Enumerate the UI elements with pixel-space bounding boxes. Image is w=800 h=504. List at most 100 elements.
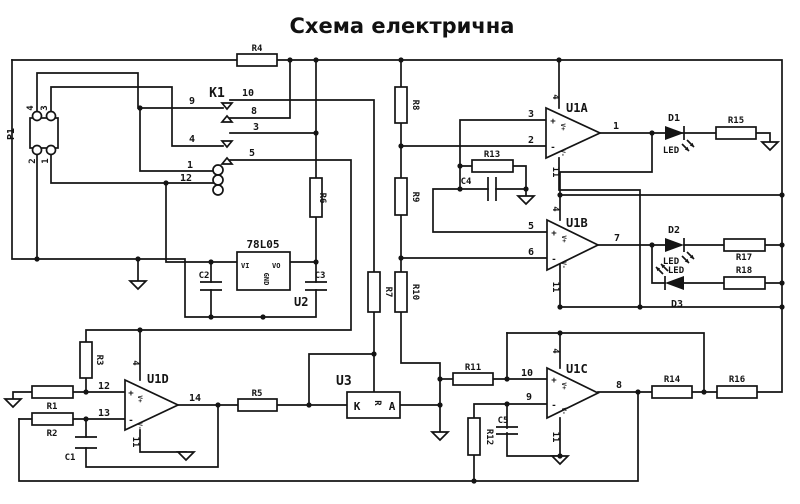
resistor-r11 — [452, 372, 494, 386]
label-u2-gnd: GND — [262, 273, 270, 286]
label-p1: P1 — [6, 128, 17, 140]
label-r4: R4 — [252, 44, 263, 54]
resistor-r1 — [31, 385, 74, 399]
label-r12: R12 — [484, 429, 494, 445]
label-u1b-pin5: 5 — [528, 221, 534, 232]
ic-bodies — [124, 106, 603, 432]
relay-k1-coil — [212, 164, 224, 196]
capacitor-c3 — [305, 281, 327, 291]
resistor-r14 — [651, 385, 693, 399]
label-u2: U2 — [294, 295, 308, 309]
resistor-r12 — [467, 417, 481, 456]
label-u1c-pin10: 10 — [521, 368, 533, 379]
label-u3-a: A — [389, 400, 396, 413]
resistor-r16 — [716, 385, 758, 399]
u1a-plus-mark: + — [550, 117, 556, 127]
label-r5: R5 — [252, 389, 263, 399]
opamp-u1d-body — [124, 378, 180, 432]
ground-symbols — [2, 141, 781, 466]
label-u1d-pin13: 13 — [98, 408, 110, 419]
label-r2: R2 — [47, 429, 58, 439]
resistor-r10 — [394, 271, 408, 313]
resistor-r7 — [367, 271, 381, 313]
label-u1d-pin14: 14 — [189, 393, 201, 404]
contact-arrow-4 — [220, 140, 234, 149]
label-r1: R1 — [47, 402, 58, 412]
label-r16: R16 — [729, 375, 745, 385]
u1c-vminus-mark: V- — [560, 407, 567, 414]
p1-pin2-circle — [31, 144, 43, 156]
opamp-u1a-body — [545, 106, 603, 160]
label-u1d: U1D — [147, 372, 169, 386]
label-p1-pin2: 2 — [28, 158, 38, 163]
u1d-plus-mark: + — [128, 389, 134, 399]
label-p1-pin3: 3 — [40, 105, 50, 110]
led-d3 — [665, 276, 684, 290]
label-r6: R6 — [317, 193, 327, 204]
label-u1b-pin6: 6 — [528, 247, 534, 258]
contact-arrow-9 — [220, 102, 234, 111]
label-u1a-pin2: 2 — [528, 135, 534, 146]
label-r8: R8 — [410, 100, 420, 111]
opamp-u1b-body — [546, 218, 600, 272]
capacitor-c2 — [200, 281, 222, 291]
label-u3-k: K — [354, 400, 361, 413]
label-u1c-vee: 11 — [550, 432, 560, 443]
label-r10: R10 — [410, 284, 420, 300]
label-u3-ref: R — [372, 400, 382, 406]
label-k1-coil1: 1 — [187, 160, 193, 171]
label-d1-led: LED — [663, 146, 680, 156]
label-u1c-pin9: 9 — [526, 392, 532, 403]
u1c-vplus-mark: V+ — [560, 382, 567, 390]
label-u1b-vcc: 4 — [550, 206, 560, 212]
ground-icon — [429, 431, 451, 442]
diodes — [655, 126, 695, 290]
u1a-minus-mark: - — [550, 143, 555, 153]
contact-arrow-5 — [220, 156, 234, 165]
label-u3: U3 — [336, 374, 352, 389]
label-u1a-pin3: 3 — [528, 109, 534, 120]
label-u1a: U1A — [566, 101, 588, 115]
u1a-vplus-mark: V+ — [559, 123, 566, 131]
label-r13: R13 — [484, 150, 500, 160]
resistor-r17 — [723, 238, 766, 252]
ground-icon — [127, 280, 149, 291]
label-k1-nc-b: 5 — [249, 148, 255, 159]
resistor-r5 — [237, 398, 278, 412]
u1c-plus-mark: + — [551, 376, 557, 386]
label-c3: C3 — [315, 271, 326, 281]
relay-k1-contacts — [220, 102, 234, 165]
resistor-r9 — [394, 177, 408, 216]
label-u1c: U1C — [566, 362, 588, 376]
ground-icon — [2, 398, 24, 409]
regulator-u2-body — [236, 251, 291, 291]
label-u1c-vcc: 4 — [550, 348, 560, 354]
label-p1-pin4: 4 — [26, 105, 36, 111]
label-u1b-vee: 11 — [550, 282, 560, 293]
label-p1-pin1: 1 — [41, 158, 51, 163]
page-title: Схема електрична — [290, 14, 515, 38]
label-k1-com-a: 9 — [189, 96, 195, 107]
resistor-r4 — [236, 53, 278, 67]
resistor-r3 — [79, 341, 93, 379]
capacitor-c1 — [75, 436, 97, 449]
led-d1 — [665, 126, 684, 140]
p1-pin1-circle — [45, 144, 57, 156]
label-r15: R15 — [728, 116, 744, 126]
resistor-r18 — [723, 276, 766, 290]
label-k1-no-b: 3 — [253, 122, 259, 133]
led-d2 — [665, 238, 684, 252]
resistor-r2 — [31, 412, 74, 426]
capacitors — [75, 177, 518, 449]
label-k1-com-b: 4 — [189, 134, 195, 145]
label-u1b: U1B — [566, 216, 588, 230]
label-r7: R7 — [383, 287, 393, 298]
u1b-minus-mark: - — [551, 255, 556, 265]
label-r3: R3 — [94, 355, 104, 366]
label-r9: R9 — [410, 192, 420, 203]
u1b-vplus-mark: V+ — [560, 235, 567, 243]
capacitor-c5 — [496, 426, 518, 435]
label-u1b-pin7: 7 — [614, 233, 620, 244]
